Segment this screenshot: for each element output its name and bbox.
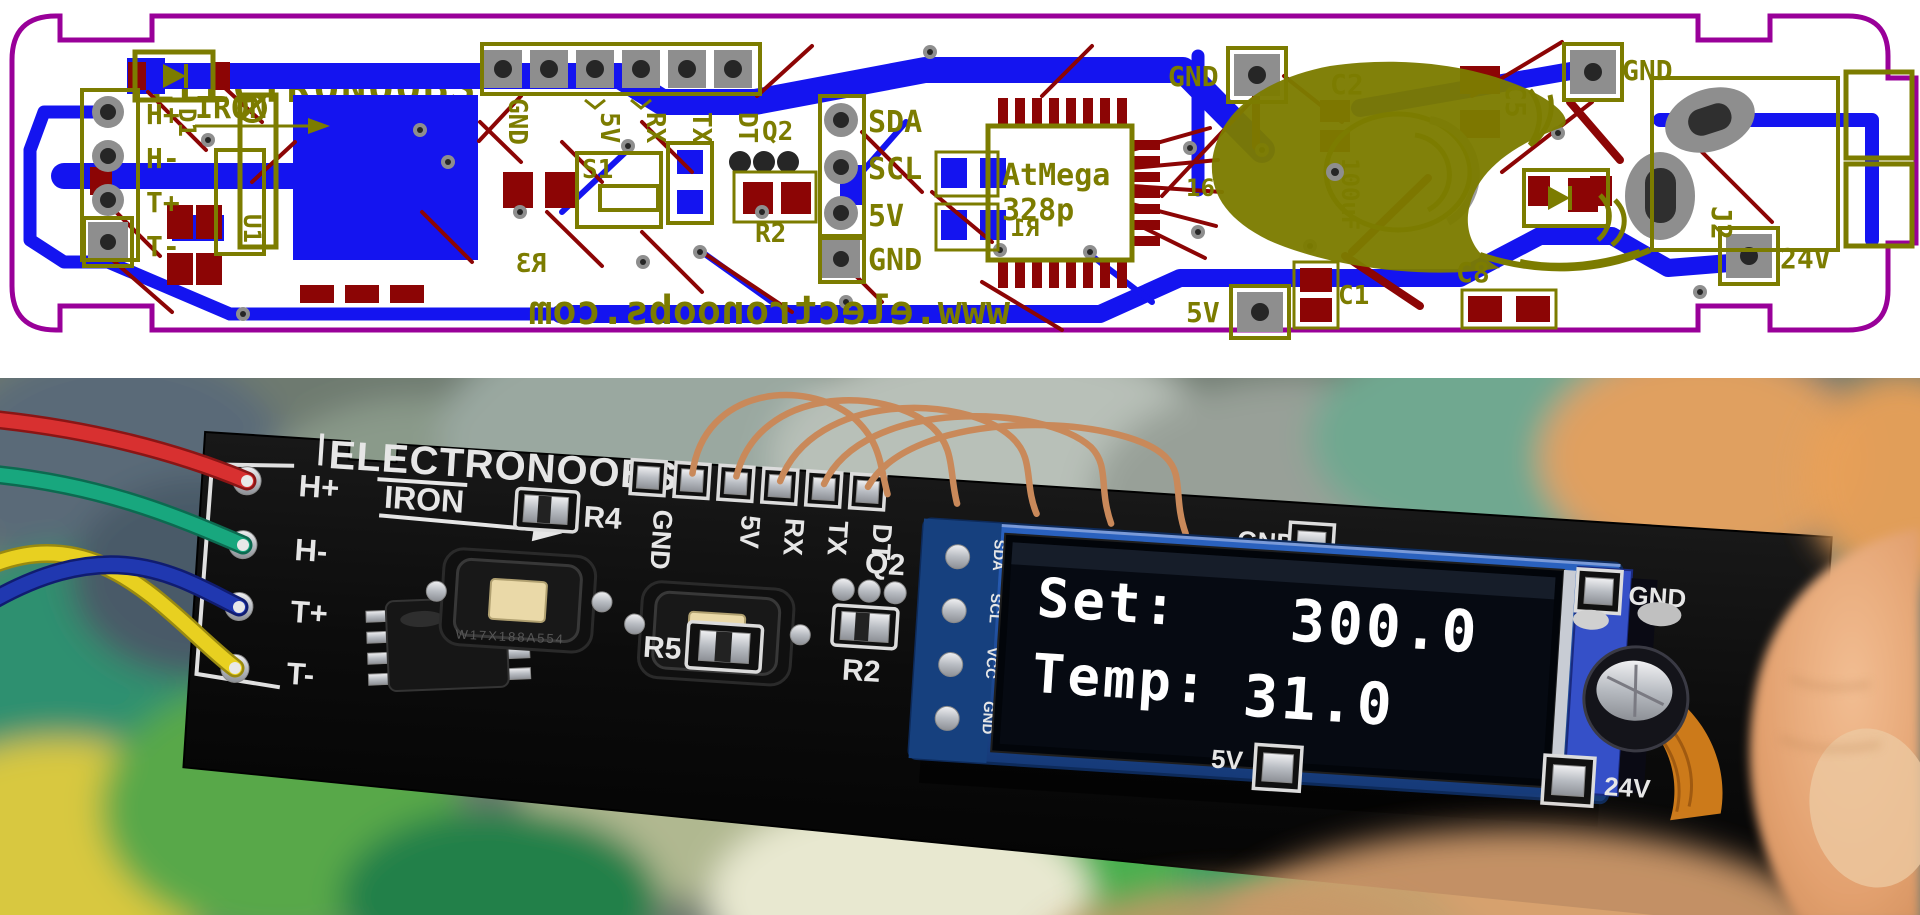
pcb-header-gnd: GND: [502, 98, 532, 145]
pcb-i2c-sda: SDA: [868, 105, 922, 140]
hand: [1075, 378, 1920, 915]
iron-board: ELECTRONOOBS IRON H+ H- T+ T- R4: [182, 391, 1833, 915]
pcb-pin-h-minus: H-: [146, 142, 180, 175]
website-mirrored: www.electronoobs.com: [528, 288, 1010, 334]
gnd-top-center: GND: [1168, 60, 1219, 93]
photo-ref-r5: R5: [642, 631, 682, 666]
pads-layer: [88, 45, 1772, 332]
pcb-pin-h-plus: H+: [146, 98, 180, 131]
mcu-part: 328p: [1002, 193, 1074, 228]
photo-brand-model: IRON: [383, 479, 465, 520]
ref-s1: S1: [582, 155, 613, 185]
button-left[interactable]: [423, 547, 615, 655]
silkscreen-doodle: [1211, 61, 1652, 273]
photo-header-tx: TX: [822, 520, 854, 556]
board-outline: [9, 13, 1919, 333]
pcb-pin-t-minus: T-: [146, 230, 180, 263]
photo-5v: 5V: [1210, 744, 1244, 776]
photo-pin-h-minus: H-: [294, 532, 329, 569]
photo-pin-t-minus: T-: [286, 656, 316, 693]
photo-ref-q2: Q2: [864, 547, 906, 583]
photo-header-rx: RX: [777, 517, 809, 556]
oled-screen: [999, 542, 1556, 779]
photo-pin-t-plus: T+: [290, 594, 329, 631]
pcb-pin-t-plus: T+: [146, 186, 180, 219]
pcb-i2c-scl: SCL: [868, 152, 922, 187]
header-pads: [484, 50, 752, 88]
ref-d1: D1: [173, 108, 201, 137]
pcb-i2c-gnd: GND: [868, 243, 922, 278]
oled-temp-value: 31.0: [1241, 662, 1397, 740]
ref-j2: J2: [1705, 206, 1738, 240]
oled-set-value: 300.0: [1288, 586, 1482, 666]
photo-24v: 24V: [1603, 771, 1652, 804]
wire-teal: [0, 465, 253, 555]
ref-r2: R2: [755, 219, 786, 249]
mcu-pin16: 16: [1186, 174, 1215, 202]
hookup-wires: [0, 410, 257, 678]
oled-set-label: Set:: [1035, 566, 1181, 638]
pcb-i2c-5v: 5V: [868, 199, 904, 234]
wire-red: [0, 410, 257, 491]
mcu-pins: [998, 98, 1160, 288]
j2-pads: [1625, 87, 1755, 240]
ref-r3-mirrored: R3: [516, 249, 547, 279]
photo-ref-r4: R4: [582, 501, 623, 536]
photo-pin-h-plus: H+: [298, 468, 341, 506]
button-marking: W17X188A554: [455, 627, 565, 647]
gnd-top-right: GND: [1622, 54, 1673, 87]
wire-yellow: [0, 544, 245, 678]
silkscreen-layer: H+ H- T+ T- D1 IRON U1 GND 5V RX TX DT S…: [80, 42, 1915, 340]
ref-q2: Q2: [762, 117, 793, 147]
finger-blur-bottom: [1219, 828, 1821, 915]
copper-jumper-wires: [689, 391, 1189, 537]
wire-blue: [0, 555, 249, 617]
pcb-layout-svg: ELECTRONOOBS: [0, 0, 1920, 346]
pcb-header-tx: TX: [686, 112, 716, 144]
pcb-header-5v: 5V: [594, 112, 624, 143]
ref-u1: U1: [238, 214, 266, 243]
photo-header-gnd: GND: [644, 509, 678, 571]
photo-ref-r2: R2: [841, 654, 881, 689]
pcb-header-dt: DT: [732, 112, 762, 143]
photo-svg: ELECTRONOOBS IRON H+ H- T+ T- R4: [0, 378, 1920, 915]
ref-r1-mirrored: R1: [1011, 214, 1040, 242]
pcb-24v: 24V: [1780, 242, 1831, 275]
fingertip-top: [1805, 378, 1920, 583]
photo-header-dt: DT: [865, 523, 897, 561]
pcb-header-rx: RX: [640, 112, 670, 144]
capacitor: [1572, 602, 1690, 753]
pcb-5v: 5V: [1186, 296, 1220, 329]
copper-bottom-layer: [23, 49, 1879, 323]
mcu-name: AtMega: [1002, 158, 1110, 193]
oled-module: SDA SCL VCC GND Set: 300.0 Temp: 31.0: [907, 517, 1723, 827]
photo-header-5v: 5V: [734, 514, 766, 549]
cap-c1: C1: [1338, 281, 1369, 311]
oled-temp-label: Temp:: [1030, 642, 1211, 716]
finger-blur-bottom2: [1075, 883, 1405, 915]
thumb-nail: [1809, 728, 1920, 888]
